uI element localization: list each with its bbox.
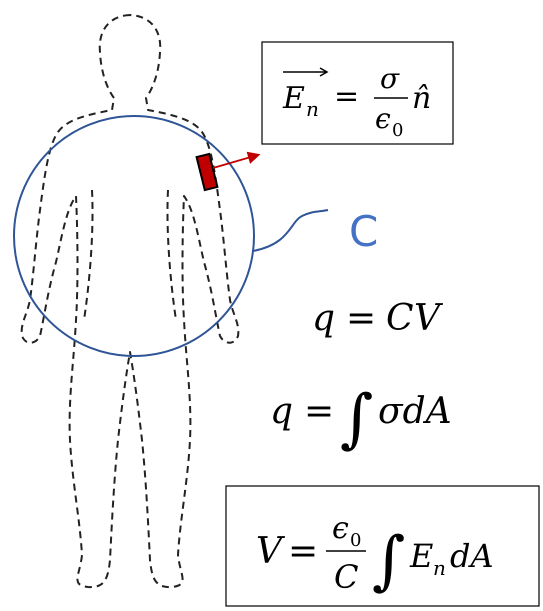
surface-patch — [195, 152, 219, 192]
field-epsilon: ϵ — [375, 102, 391, 135]
right-arm-inner-outline — [166, 189, 177, 321]
int-integrand: σdA — [378, 391, 452, 432]
charge-integral-equation: q = ∫ σdA — [270, 382, 452, 456]
int-equals: = — [304, 391, 334, 432]
cv-c: C — [386, 298, 414, 339]
volt-epsilon: ϵ — [332, 511, 349, 546]
field-equation: E n = σ ϵ 0 n̂ — [282, 62, 431, 141]
charge-capacitance-equation: q = C V — [312, 298, 444, 339]
left-arm-inner-outline — [83, 189, 94, 321]
normal-vector-arrow — [212, 151, 261, 169]
int-q: q — [270, 391, 293, 432]
capacitance-connector-line — [252, 209, 329, 252]
volt-da: dA — [450, 537, 494, 575]
field-e-symbol: E — [282, 81, 305, 116]
voltage-equation: V = ϵ 0 C ∫ E n dA — [256, 511, 494, 598]
capacitance-c-label: C — [349, 207, 378, 256]
vector-arrow-head — [319, 67, 329, 77]
volt-c: C — [334, 558, 358, 596]
field-equals: = — [334, 79, 359, 114]
volt-v: V — [256, 531, 286, 572]
int-integral-sign: ∫ — [340, 382, 373, 456]
field-n-hat: n̂ — [412, 81, 431, 116]
volt-epsilon-subscript: 0 — [350, 530, 361, 551]
cv-equals: = — [346, 298, 376, 339]
human-body-outline — [20, 14, 240, 589]
field-e-subscript: n — [306, 97, 319, 121]
field-sigma: σ — [380, 62, 400, 95]
cv-q: q — [312, 298, 335, 339]
volt-integral-sign: ∫ — [372, 524, 405, 598]
volt-equals: = — [288, 531, 318, 572]
voltage-equation-box — [225, 485, 540, 607]
gaussian-circle — [13, 115, 255, 357]
volt-e: E — [409, 537, 433, 575]
volt-e-subscript: n — [433, 556, 446, 580]
field-equation-box — [261, 41, 454, 145]
field-epsilon-subscript: 0 — [392, 120, 403, 141]
cv-v: V — [414, 298, 444, 339]
